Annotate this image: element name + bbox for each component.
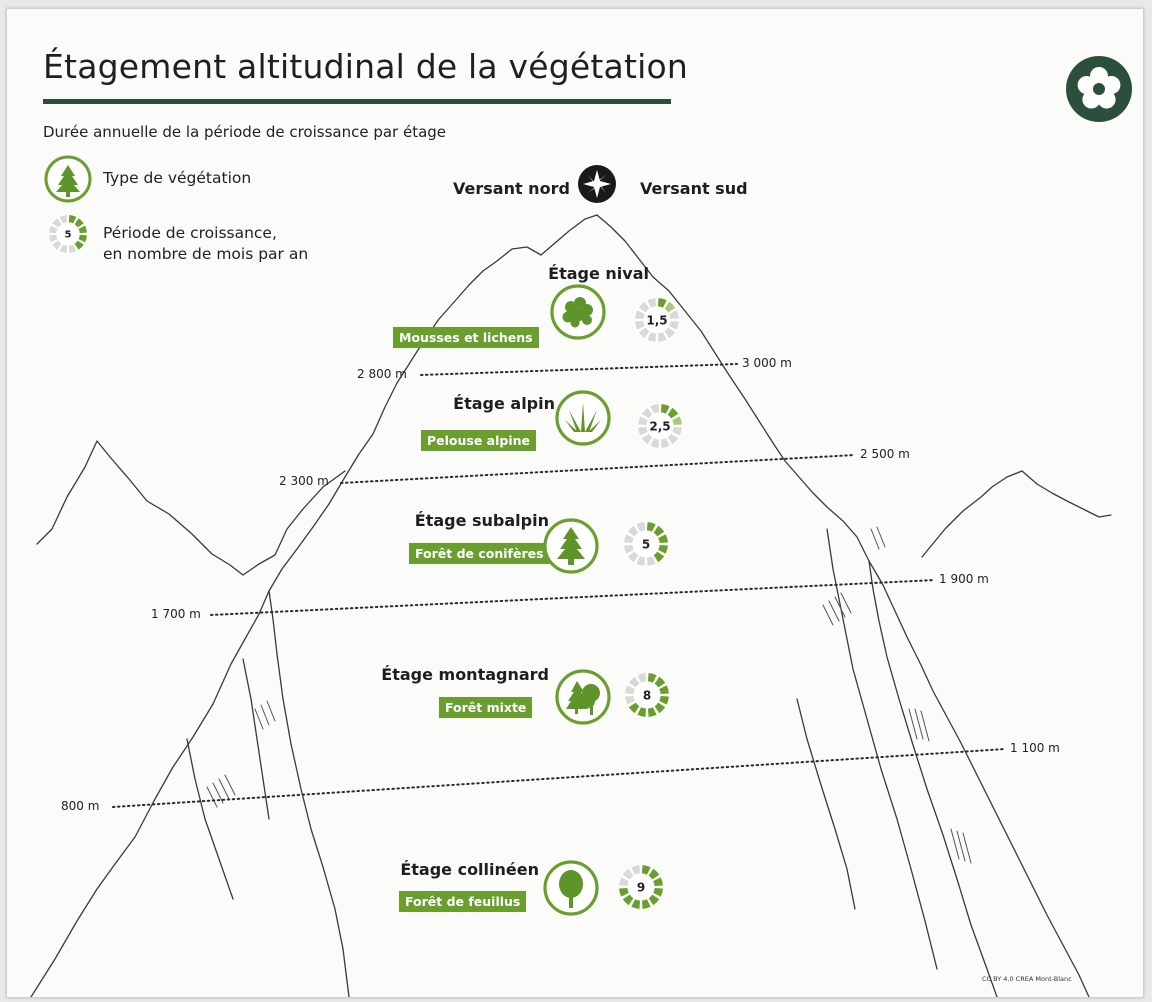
limit-4-north: 800 m <box>61 799 100 813</box>
valley-line-2 <box>868 560 998 997</box>
mountain-illustration <box>30 214 1112 997</box>
limit-1-north: 2 800 m <box>357 367 407 381</box>
stage-nival-vegetation: Mousses et lichens <box>393 327 539 348</box>
stage-collineen-title: Étage collinéen <box>400 860 539 879</box>
valley-line-1 <box>268 590 350 997</box>
limit-3-north: 1 700 m <box>151 607 201 621</box>
legend-growth-line-1: Période de croissance, <box>103 224 277 242</box>
valley-line-3 <box>826 528 938 970</box>
stage-nival-title: Étage nival <box>548 264 649 283</box>
stage-alpin-title: Étage alpin <box>453 394 555 413</box>
limit-1-south: 3 000 m <box>742 356 792 370</box>
title-underline <box>43 99 671 104</box>
stage-montagnard-vegetation: Forêt mixte <box>439 697 533 718</box>
peak-north-slope <box>30 214 598 997</box>
page-title: Étagement altitudinal de la végétation <box>43 47 688 86</box>
limit-2-south: 2 500 m <box>860 447 910 461</box>
legend-vegetation-label: Type de végétation <box>103 169 252 187</box>
stage-subalpin-title: Étage subalpin <box>414 511 549 530</box>
legend-growth-label: Période de croissance, en nombre de mois… <box>103 223 308 265</box>
left-ridge-outline <box>36 440 346 576</box>
valley-line-5 <box>242 658 270 820</box>
limit-4-south: 1 100 m <box>1010 741 1060 755</box>
limit-line-2 <box>340 454 856 484</box>
credit-text: CC BY 4.0 CREA Mont-Blanc <box>982 975 1072 983</box>
limit-3-south: 1 900 m <box>939 572 989 586</box>
stage-subalpin-vegetation: Forêt de conifères <box>409 543 550 564</box>
stage-montagnard-title: Étage montagnard <box>381 665 549 684</box>
legend-growth-line-2: en nombre de mois par an <box>103 245 309 263</box>
valley-line-4 <box>796 698 856 910</box>
limit-line-1 <box>420 363 738 376</box>
limit-line-4 <box>112 748 1006 808</box>
limit-line-3 <box>210 579 936 616</box>
stage-alpin-vegetation: Pelouse alpine <box>421 430 537 451</box>
south-slope-label: Versant sud <box>640 179 748 198</box>
diagram-card: Étagement altitudinal de la végétation D… <box>6 8 1144 998</box>
valley-line-6 <box>186 738 234 900</box>
right-ridge-outline <box>921 470 1112 558</box>
peak-south-slope <box>596 214 1090 997</box>
subtitle: Durée annuelle de la période de croissan… <box>43 123 447 141</box>
stage-collineen-vegetation: Forêt de feuillus <box>399 891 527 912</box>
north-slope-label: Versant nord <box>453 179 570 198</box>
limit-2-north: 2 300 m <box>279 474 329 488</box>
